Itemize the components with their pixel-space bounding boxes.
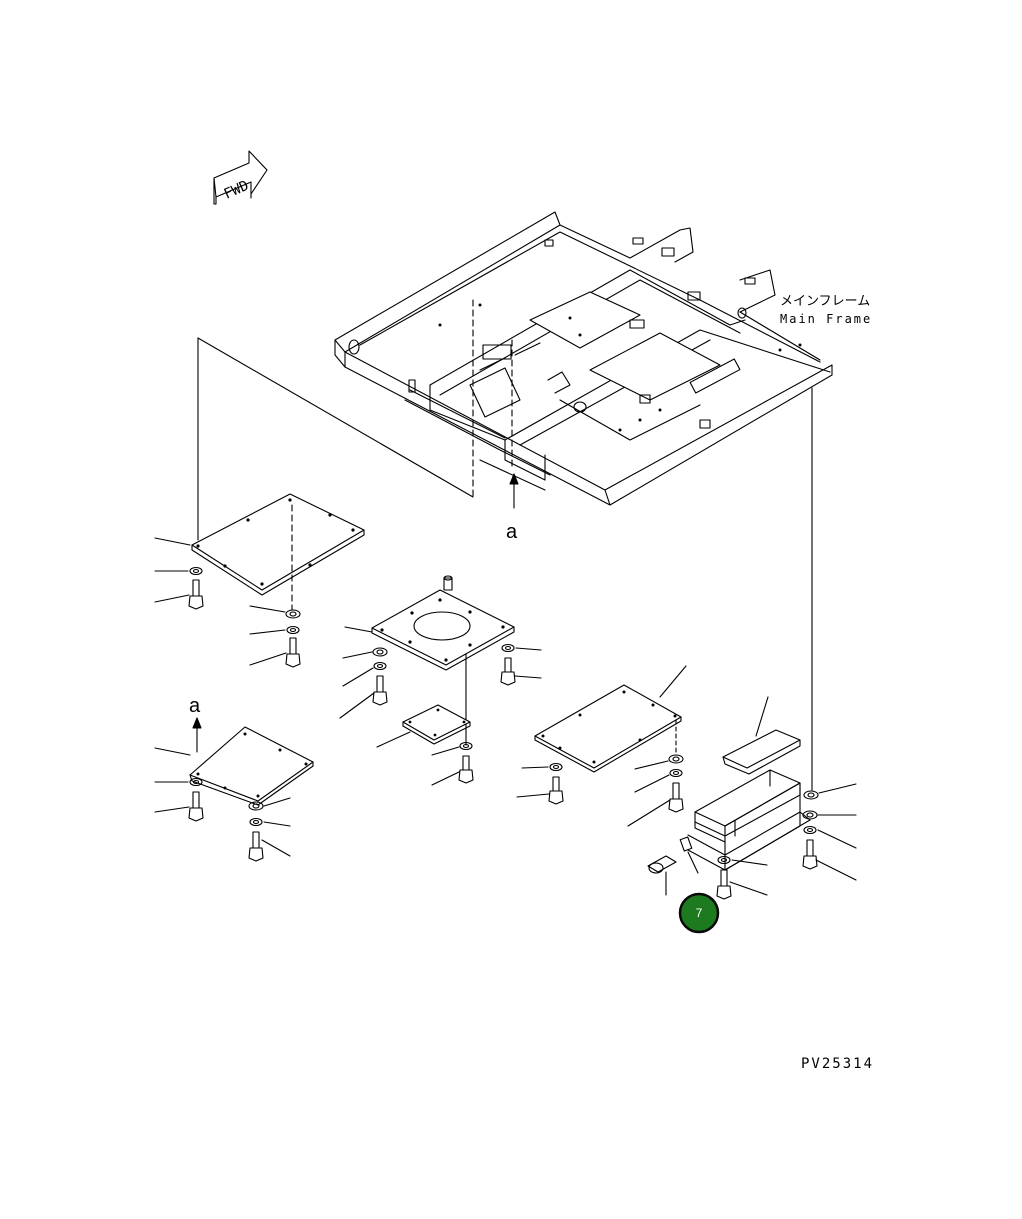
bolt-washer-group-3 — [339, 647, 388, 719]
view-marker-top: a — [506, 521, 518, 543]
cover-plate-center — [371, 575, 515, 671]
bolt-washer-group-1 — [154, 566, 204, 610]
main-frame — [334, 211, 833, 506]
bolt-washer-group-7 — [627, 754, 684, 827]
view-arrow-bottom — [192, 717, 202, 753]
view-arrow-top — [509, 473, 519, 509]
bracket-assembly — [687, 696, 811, 871]
cover-plate-right — [534, 684, 682, 773]
bolt-washer-group-5 — [431, 741, 474, 786]
assembly-guide-lines — [197, 299, 813, 791]
bolt-washer-group-6 — [516, 762, 564, 805]
fwd-arrow-icon: FWD — [213, 150, 268, 205]
main-frame-label-en: Main Frame — [780, 312, 872, 326]
cover-plate-upper-left — [191, 493, 365, 611]
cover-plate-small — [402, 704, 471, 745]
cover-plate-lower-left — [189, 726, 314, 806]
drawing-number: PV25314 — [801, 1056, 874, 1072]
bolt-washer-group-4 — [500, 643, 542, 686]
bolt-washer-group-8 — [802, 783, 857, 881]
callout-number: 7 — [696, 906, 703, 920]
callout-badge[interactable]: 7 — [678, 892, 720, 934]
view-marker-bottom: a — [189, 695, 201, 717]
bolt-washer-group-2 — [249, 605, 301, 668]
main-frame-label-jp: メインフレーム — [780, 294, 870, 309]
bolt-washer-group-11 — [248, 797, 291, 862]
bolt-washer-group-10 — [154, 777, 204, 822]
bolt-washer-group-9 — [647, 836, 768, 900]
